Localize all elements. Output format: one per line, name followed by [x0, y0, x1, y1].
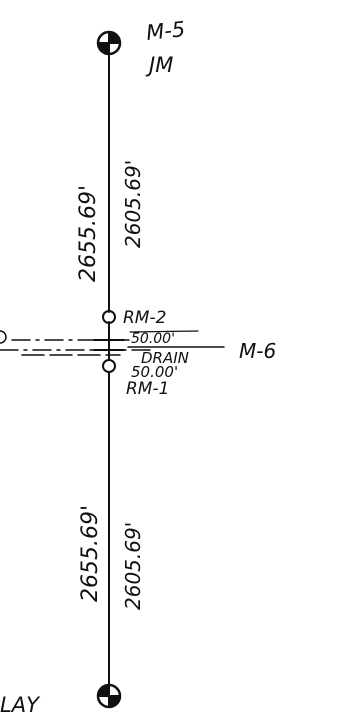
monument-top-symbol: [96, 30, 122, 56]
monument-top-label: M-5: [145, 17, 186, 45]
ref-marker-lower-label: RM-1: [126, 379, 169, 399]
ref-marker-upper-label: RM-2: [123, 308, 166, 328]
bottom-left-label: LAY: [0, 693, 41, 717]
offpage-marker: [0, 330, 7, 344]
drain-offset-upper: 50.00': [131, 331, 175, 347]
drain-side-label: M-6: [239, 339, 276, 363]
drain-offset-lower: 50.00': [131, 363, 178, 381]
monument-top-sublabel: JM: [145, 53, 173, 77]
ref-marker-lower: [102, 359, 116, 373]
distance-lower-right: 2605.69': [121, 522, 145, 610]
distance-upper-left: 2655.69': [76, 185, 101, 282]
monument-bottom-symbol: [96, 683, 122, 709]
ref-marker-upper: [102, 310, 116, 324]
distance-upper-right: 2605.69': [121, 160, 145, 248]
drain-lines: [0, 330, 225, 356]
distance-lower-left: 2655.69': [78, 505, 103, 602]
drain-label: DRAIN: [141, 349, 189, 367]
